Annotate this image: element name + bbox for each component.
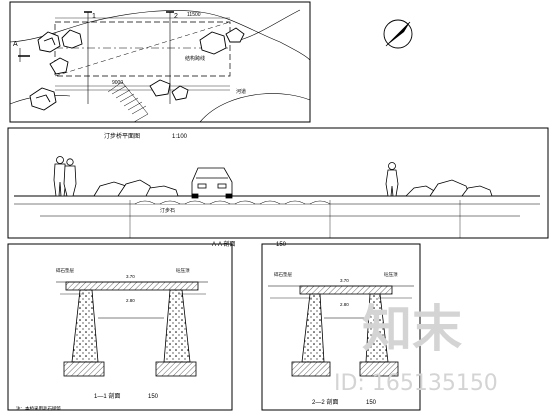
- callout-river: 河道: [236, 88, 246, 95]
- section-mark-2: 2: [174, 13, 178, 20]
- watermark-brand: 知末: [362, 300, 462, 358]
- s1-tag-inner: 2.80: [126, 298, 135, 303]
- watermark: 知末 ID: 165135150: [334, 300, 498, 396]
- elevation-label-stones: 汀步石: [160, 207, 175, 214]
- section-2-title: 2—2 剖面: [312, 398, 338, 406]
- callout-structure: 结构跨线: [185, 55, 205, 62]
- section-1-scale: 150: [148, 394, 159, 400]
- dimension-top: 11500: [187, 12, 201, 18]
- north-arrow-icon: [383, 19, 413, 49]
- elevation-view: 汀步石: [7, 127, 549, 239]
- section-mark-a: A: [13, 41, 18, 48]
- s1-tag-top: 3.70: [126, 274, 135, 279]
- section-1-title: 1—1 剖面: [94, 392, 120, 400]
- car-icon: [191, 167, 233, 199]
- plan-scale: 1:100: [172, 134, 188, 140]
- s1-tag-left: 碎石垫层: [56, 267, 74, 274]
- section-1-view: 碎石垫层 砼压顶 3.70 2.80 1—1 剖面 150 注：本桥采用毛石砌筑: [7, 243, 233, 412]
- section-2-view: 碎石垫层 砼压顶 3.70 2.80 2—2 剖面 150: [261, 243, 421, 411]
- plan-title: 汀步桥平面图: [104, 132, 140, 140]
- s2-tag-right: 砼压顶: [384, 271, 398, 278]
- plan-view: 1 2 A 11500 9000: [9, 1, 311, 123]
- watermark-id: ID: 165135150: [334, 371, 498, 396]
- s2-tag-left: 碎石垫层: [274, 271, 292, 278]
- s1-tag-right: 砼压顶: [176, 267, 190, 274]
- section-a-scale: 150: [276, 242, 287, 248]
- dimension-bottom: 9000: [112, 80, 123, 86]
- section-1-note: 注：本桥采用毛石砌筑: [16, 405, 61, 412]
- s2-tag-top: 3.70: [340, 278, 349, 283]
- s2-tag-inner: 2.80: [340, 302, 349, 307]
- section-2-scale: 150: [366, 400, 377, 406]
- section-mark-1: 1: [92, 13, 96, 20]
